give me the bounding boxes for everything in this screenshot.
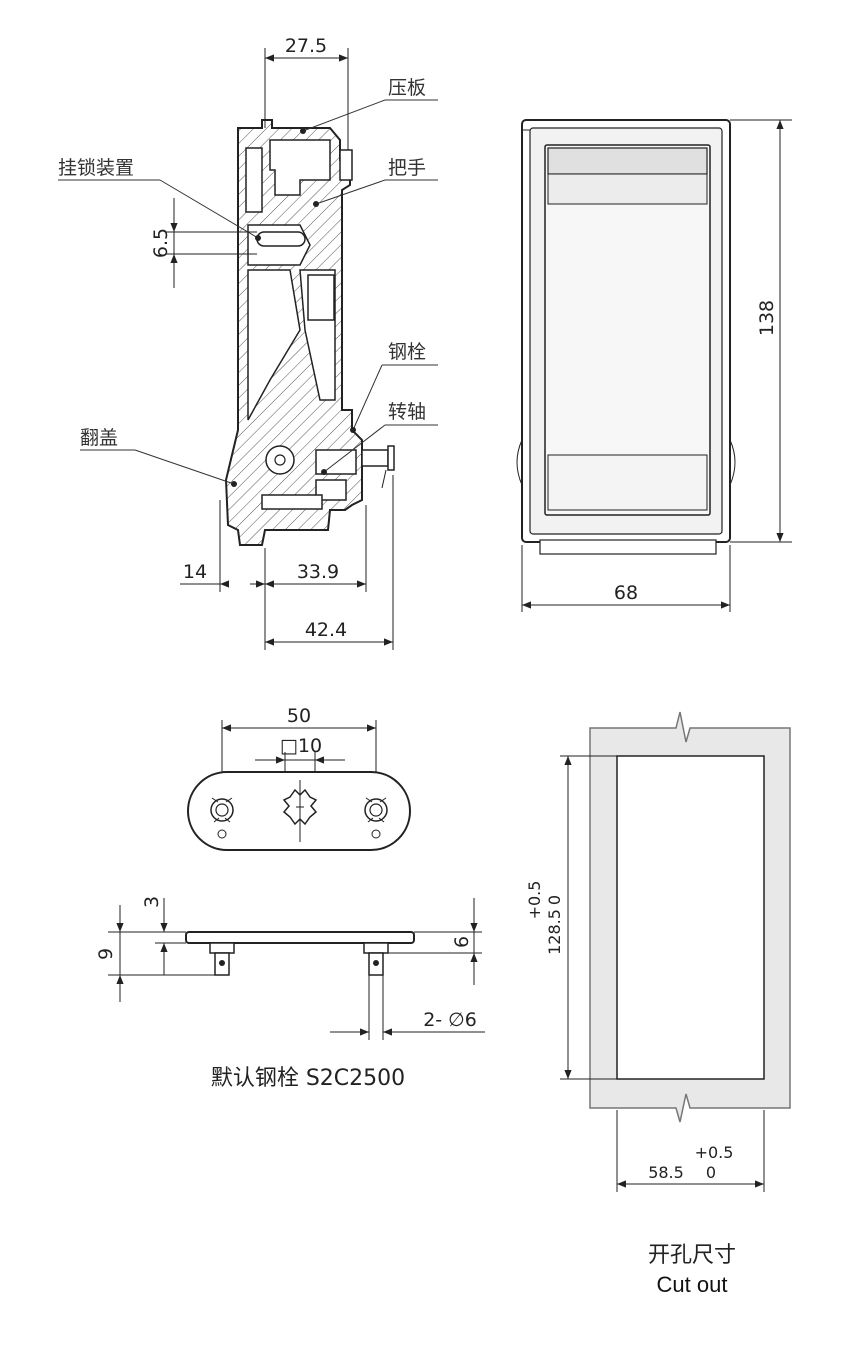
- dim-total-depth: 42.4: [305, 619, 347, 641]
- dim-top-width: 27.5: [285, 35, 327, 57]
- dim-slot-height: 6.5: [150, 228, 172, 258]
- dim-front-width: 68: [614, 582, 638, 604]
- bolt-plate-view: 50 □10: [95, 705, 485, 1091]
- label-pressure-plate: 压板: [388, 77, 426, 99]
- dim-hole-spacing: 50: [287, 705, 311, 727]
- label-pivot-shaft: 转轴: [388, 401, 426, 423]
- dim-overall-height: 9: [95, 948, 117, 960]
- label-flip-cover: 翻盖: [80, 427, 118, 449]
- dim-cutout-width-tol-upper: +0.5: [695, 1143, 734, 1162]
- bolt-plate-side: [185, 931, 415, 944]
- dim-front-height: 138: [756, 300, 778, 336]
- dim-cutout-height-tol-lower: 0: [545, 895, 564, 905]
- label-steel-bolt: 钢栓: [388, 341, 426, 363]
- dim-square-size: □10: [280, 735, 322, 757]
- dim-cutout-width-tol-lower: 0: [706, 1163, 716, 1182]
- cutout-caption-cn: 开孔尺寸: [648, 1243, 736, 1268]
- dim-pin-spec: 2- ∅6: [423, 1009, 477, 1031]
- bolt-left: [210, 797, 234, 839]
- dim-pin-length: 6: [451, 936, 473, 948]
- dim-mid-width: 33.9: [297, 561, 339, 583]
- front-handle-recess: [544, 144, 711, 516]
- bolt-plate-caption: 默认钢栓 S2C2500: [211, 1066, 405, 1091]
- side-section-view: 27.5 6.5: [58, 35, 438, 650]
- bolt-right: [364, 797, 388, 839]
- dim-plate-thickness: 3: [141, 896, 163, 908]
- front-view: 138 68: [516, 119, 792, 612]
- cutout-hole: [616, 755, 765, 1080]
- cutout-caption-en: Cut out: [657, 1272, 728, 1297]
- dim-left-offset: 14: [183, 561, 207, 583]
- dim-cutout-width: 58.5: [648, 1163, 684, 1182]
- dim-cutout-height-tol-upper: +0.5: [525, 881, 544, 920]
- cutout-view: 128.5 +0.5 0 58.5 +0.5 0 开孔尺寸 Cut out: [525, 711, 791, 1297]
- dim-cutout-height: 128.5: [545, 909, 564, 955]
- label-padlock-device: 挂锁装置: [58, 157, 134, 179]
- label-handle: 把手: [388, 157, 426, 179]
